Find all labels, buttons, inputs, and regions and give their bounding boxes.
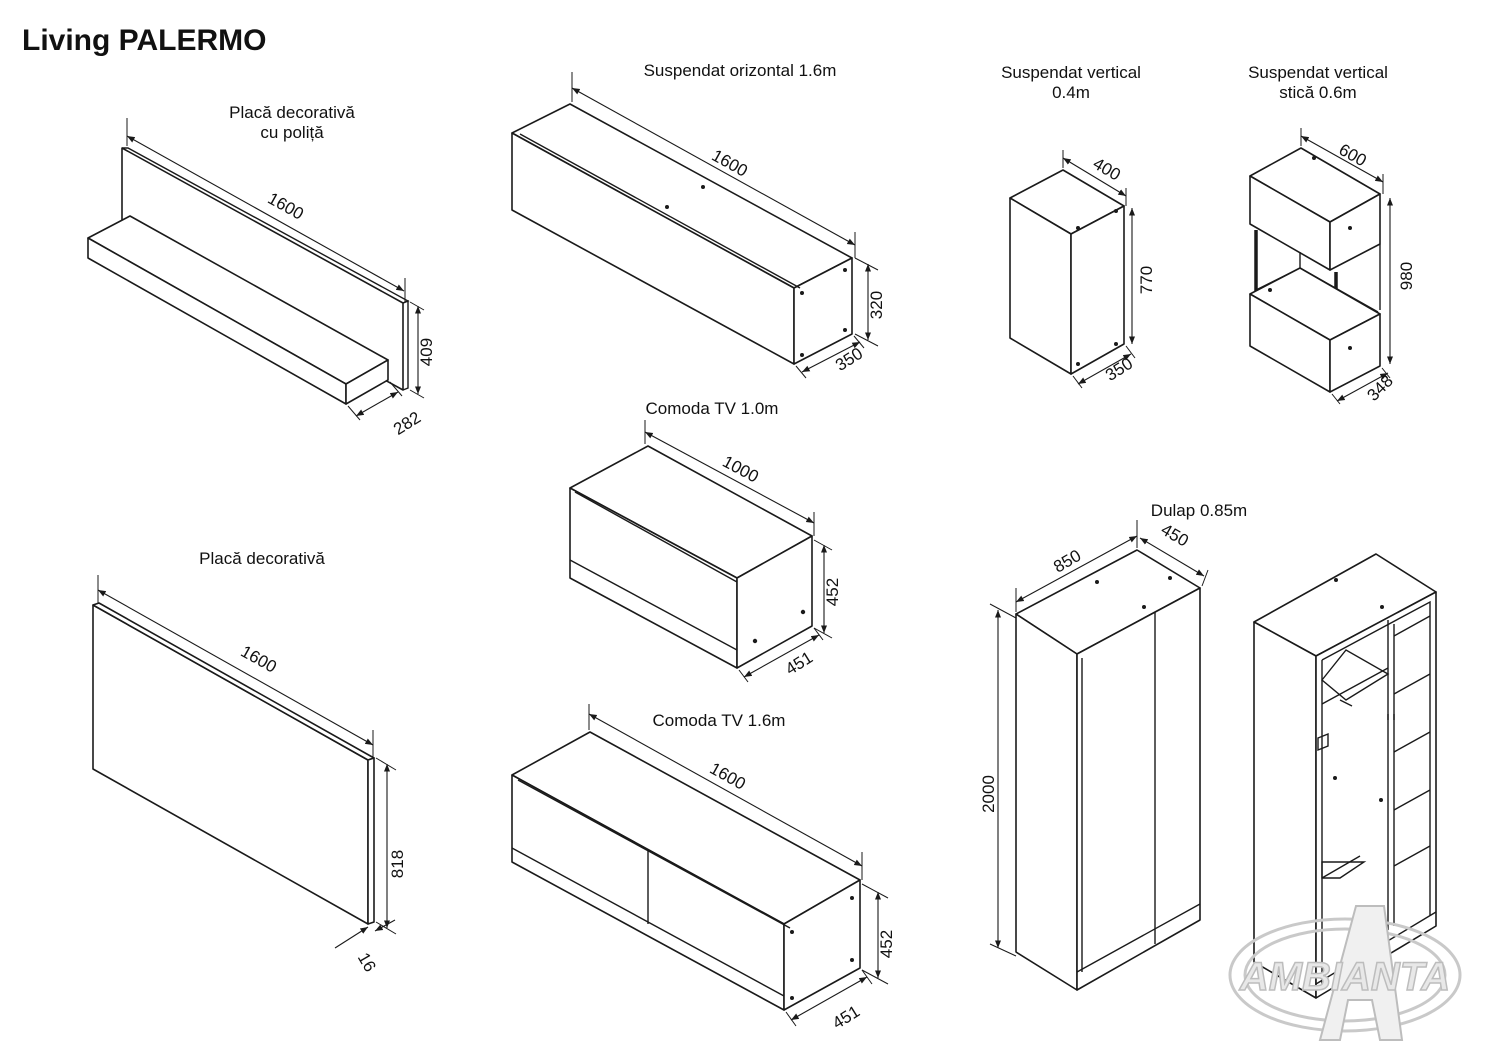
item-wardrobe-open <box>1253 553 1437 999</box>
item-label: Comoda TV 1.0m <box>646 399 779 418</box>
dim-height: 770 <box>1137 266 1156 294</box>
dim-height: 818 <box>388 850 407 878</box>
watermark-text: AMBIANTA <box>1239 955 1450 999</box>
item-label: 0.4m <box>1052 83 1090 102</box>
dim-height: 2000 <box>979 775 998 813</box>
ambianta-logo-watermark: AMBIANTA <box>1228 905 1462 1041</box>
dim-height: 452 <box>877 930 896 958</box>
item-wall-cabinet-vertical-0-4m: Suspendat vertical 0.4m 400 770 350 <box>1001 63 1156 389</box>
dim-depth: 350 <box>832 344 866 375</box>
dim-width: 600 <box>1336 140 1370 170</box>
dim-depth: 348 <box>1363 371 1396 404</box>
dim-depth: 450 <box>1158 520 1192 551</box>
dim-height: 320 <box>867 291 886 319</box>
dim-height: 409 <box>417 338 436 366</box>
page-title: Living PALERMO <box>22 24 266 57</box>
item-label: Suspendat orizontal 1.6m <box>644 61 837 80</box>
dim-depth: 350 <box>1102 354 1136 385</box>
item-label: Suspendat vertical <box>1248 63 1388 82</box>
item-label: Placă decorativă <box>229 103 355 122</box>
item-label: Suspendat vertical <box>1001 63 1141 82</box>
item-label: cu poliță <box>260 123 324 142</box>
item-label: Placă decorativă <box>199 549 325 568</box>
dim-width: 1600 <box>707 759 749 794</box>
dim-width: 1600 <box>265 189 307 224</box>
dim-width: 400 <box>1090 154 1124 185</box>
dim-height: 980 <box>1397 262 1416 290</box>
dim-width: 1000 <box>719 452 761 487</box>
item-label: stică 0.6m <box>1279 83 1356 102</box>
item-label: Dulap 0.85m <box>1151 501 1247 520</box>
dim-depth: 282 <box>390 408 424 439</box>
item-tv-stand-1m: Comoda TV 1.0m 1000 452 451 <box>569 399 842 683</box>
item-label: Comoda TV 1.6m <box>653 711 786 730</box>
item-tv-stand-1-6m: Comoda TV 1.6m 1600 452 451 <box>511 704 896 1033</box>
dim-width: 850 <box>1050 546 1084 577</box>
dim-height: 452 <box>823 578 842 606</box>
item-wall-cabinet-horizontal: Suspendat orizontal 1.6m 1600 320 350 <box>511 61 886 379</box>
item-decorative-panel: Placă decorativă 1600 818 16 <box>92 549 407 975</box>
dim-width: 1600 <box>238 642 280 677</box>
dim-depth: 451 <box>829 1002 863 1033</box>
dim-depth: 16 <box>354 949 380 975</box>
item-decorative-panel-with-shelf: Placă decorativă cu poliță 1600 409 282 <box>87 103 436 439</box>
item-wardrobe-closed: Dulap 0.85m 850 450 2000 <box>979 501 1247 991</box>
item-wall-cabinet-vertical-glass: Suspendat vertical stică 0.6m 600 980 34… <box>1248 63 1416 405</box>
